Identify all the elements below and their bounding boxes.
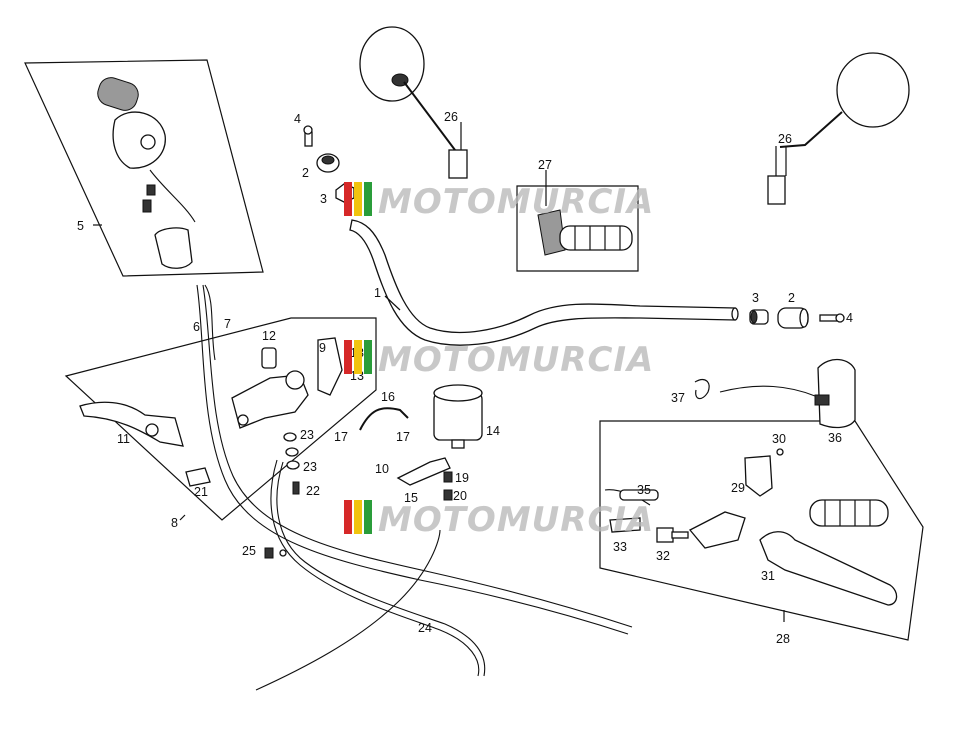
callout-4: 4	[846, 311, 853, 325]
plug-3-right	[749, 309, 769, 325]
leader-lines	[93, 122, 787, 622]
left-lever-group-box	[64, 317, 377, 521]
watermark-text: MOTOMURCIA	[378, 340, 654, 380]
watermark-stripe-yellow	[354, 182, 362, 216]
callout-labels: 1 2 2 3 3 4 4 5 6 7 8 9 10 11 12 13 13 1…	[77, 110, 853, 646]
callout-10: 10	[375, 462, 389, 476]
callout-8: 8	[171, 516, 178, 530]
callout-23: 23	[303, 460, 317, 474]
callout-3: 3	[752, 291, 759, 305]
watermark-stripe-red	[344, 182, 352, 216]
watermark-stripe-red	[344, 340, 352, 374]
callout-28: 28	[776, 632, 790, 646]
grip-group-box	[516, 185, 639, 272]
control-cables	[149, 169, 816, 691]
callout-32: 32	[656, 549, 670, 563]
callout-24: 24	[418, 621, 432, 635]
callout-31: 31	[761, 569, 775, 583]
callout-6: 6	[193, 320, 200, 334]
lever-holder-32	[656, 511, 746, 549]
callout-19: 19	[455, 471, 469, 485]
grip-right	[809, 499, 889, 527]
switch-35-33	[609, 489, 659, 533]
throttle-group-box	[24, 59, 264, 277]
callout-7: 7	[224, 317, 231, 331]
callout-26: 26	[444, 110, 458, 124]
callout-29: 29	[731, 481, 745, 495]
callout-16: 16	[381, 390, 395, 404]
callout-9: 9	[319, 341, 326, 355]
clamp-21	[185, 467, 211, 487]
bolt-4-left	[303, 125, 313, 147]
watermark-stripe-yellow	[354, 340, 362, 374]
left-mirror	[359, 26, 468, 179]
callout-25: 25	[242, 544, 256, 558]
callout-35: 35	[637, 483, 651, 497]
handlebar	[349, 219, 739, 346]
bracket-29	[744, 448, 784, 497]
screw-25	[264, 547, 287, 559]
callout-3: 3	[320, 192, 327, 206]
callout-1: 1	[374, 286, 381, 300]
callout-5: 5	[77, 219, 84, 233]
callout-22: 22	[306, 484, 320, 498]
clip-37	[694, 379, 710, 400]
watermark-top: MOTOMURCIA	[344, 182, 654, 222]
hose-16	[359, 407, 409, 431]
washers-23-22	[283, 432, 300, 495]
weight-2-left	[316, 153, 340, 173]
callout-12: 12	[262, 329, 276, 343]
bolt-4-right	[819, 313, 845, 323]
callout-30: 30	[772, 432, 786, 446]
watermark-text: MOTOMURCIA	[378, 500, 654, 540]
watermark-bottom: MOTOMURCIA	[344, 500, 654, 540]
callout-17: 17	[396, 430, 410, 444]
lever-bracket	[231, 337, 343, 429]
watermark-stripe-green	[364, 340, 372, 374]
watermark-stripe-red	[344, 500, 352, 534]
right-lever-group-box	[599, 420, 924, 641]
callout-36: 36	[828, 431, 842, 445]
grip-27	[537, 209, 633, 256]
brake-lever-31	[759, 531, 898, 606]
watermark-text: MOTOMURCIA	[378, 182, 654, 222]
callout-37: 37	[671, 391, 685, 405]
callout-15: 15	[404, 491, 418, 505]
watermark-stripe-green	[364, 500, 372, 534]
watermark-stripe-green	[364, 182, 372, 216]
clutch-lever-11	[79, 401, 184, 447]
callout-4: 4	[294, 112, 301, 126]
callout-27: 27	[538, 158, 552, 172]
callout-23: 23	[300, 428, 314, 442]
throttle-assembly	[97, 77, 193, 269]
right-mirror	[767, 52, 910, 205]
callout-11: 11	[117, 432, 130, 446]
callout-2: 2	[788, 291, 795, 305]
watermark-stripe-yellow	[354, 500, 362, 534]
bracket-10	[396, 457, 453, 501]
weight-2-right	[777, 307, 809, 329]
callout-33: 33	[613, 540, 627, 554]
watermark-middle: MOTOMURCIA	[344, 340, 654, 380]
callout-17: 17	[334, 430, 348, 444]
callout-14: 14	[486, 424, 500, 438]
callout-26: 26	[778, 132, 792, 146]
callout-20: 20	[453, 489, 467, 503]
switch-36	[814, 358, 856, 429]
callout-21: 21	[194, 485, 208, 499]
fluid-reservoir-14	[433, 384, 483, 449]
callout-2: 2	[302, 166, 309, 180]
